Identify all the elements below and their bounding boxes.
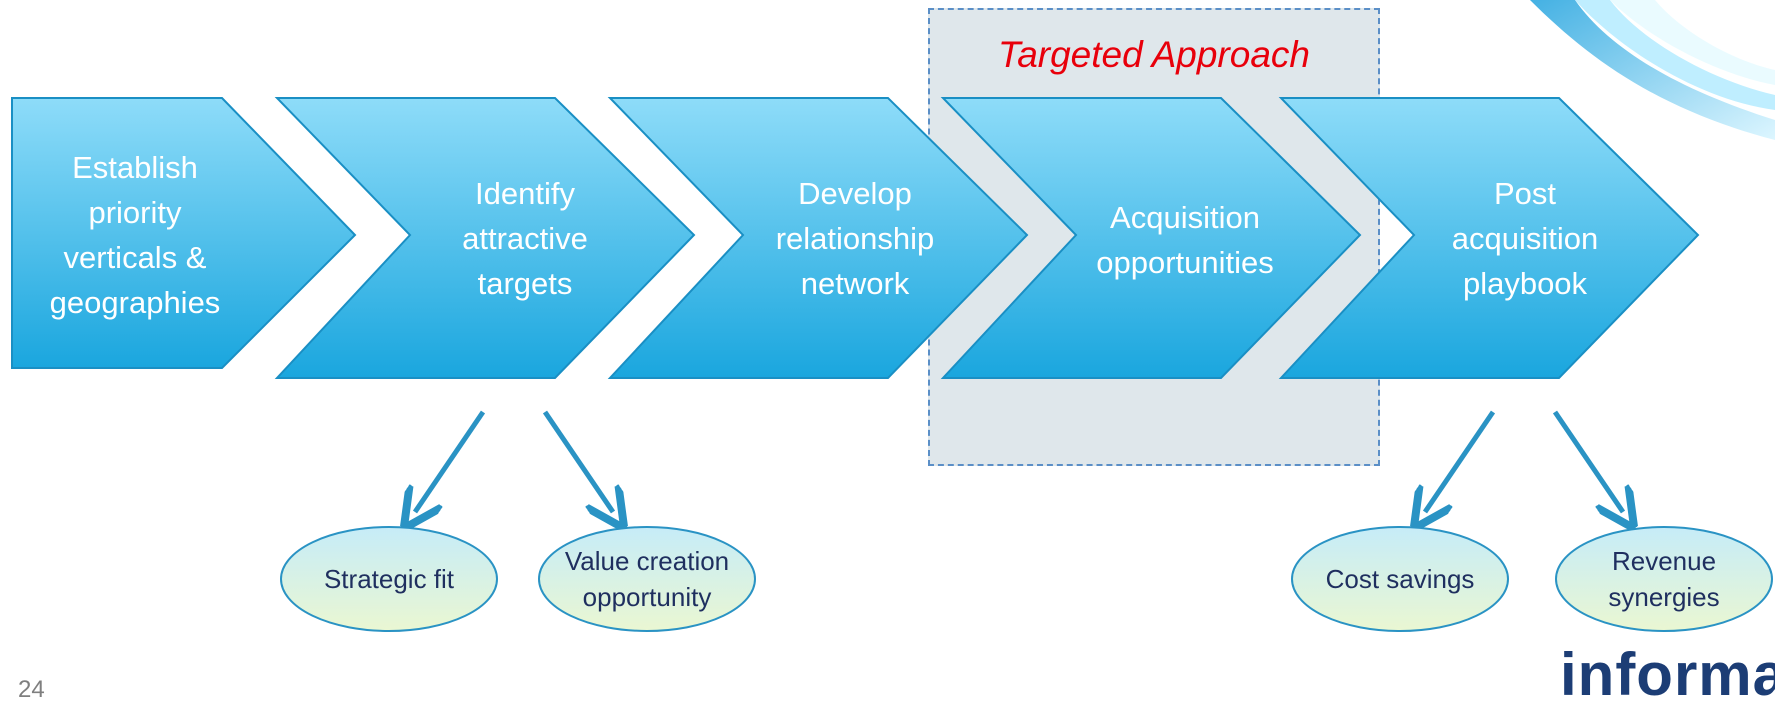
strategic-fit-label: Strategic fit	[323, 564, 455, 594]
chevron-step-5	[1278, 97, 1700, 379]
step-3-label: Develop relationship network	[775, 175, 935, 301]
chevron-step-4	[940, 97, 1362, 379]
arrow-to-cost-savings	[1425, 410, 1496, 512]
page-number: 24	[18, 676, 45, 703]
arrow-to-revenue-synergies	[1552, 410, 1623, 512]
step-2-label: Identify attractive targets	[462, 175, 588, 301]
value-creation-label: Value creation opportunity	[564, 546, 730, 612]
oval-cost-savings	[1291, 526, 1509, 632]
chevron-step-2	[274, 97, 696, 379]
targeted-approach-title: Targeted Approach	[998, 34, 1310, 75]
step-5-label: Post acquisition playbook	[1451, 175, 1599, 301]
cost-savings-label: Cost savings	[1325, 564, 1475, 594]
informa-logo: informa	[1560, 641, 1775, 708]
chevron-step-3	[607, 97, 1029, 379]
oval-value-creation	[538, 526, 756, 632]
oval-strategic-fit	[280, 526, 498, 632]
step-1-label: Establish priority verticals & geographi…	[49, 150, 221, 320]
arrow-to-value-creation	[542, 410, 613, 512]
revenue-synergies-label: Revenue synergies	[1608, 546, 1720, 612]
swoosh-decoration	[1530, 0, 1775, 140]
arrow-to-strategic-fit	[415, 410, 486, 512]
chevron-step-1	[11, 97, 357, 369]
step-4-label: Acquisition opportunities	[1096, 200, 1274, 280]
oval-revenue-synergies	[1555, 526, 1773, 632]
